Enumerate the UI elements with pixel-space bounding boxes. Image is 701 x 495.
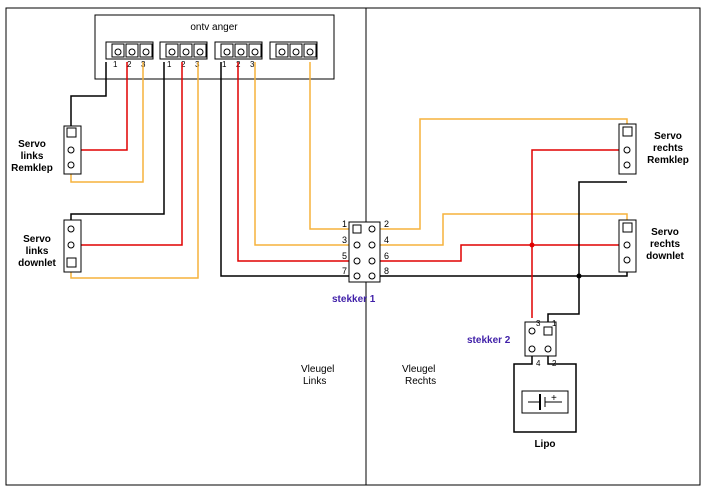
- svg-text:Remklep: Remklep: [647, 155, 689, 166]
- receiver-channel-1: [105, 41, 154, 60]
- svg-text:links: links: [26, 246, 49, 257]
- stekker1-pin-8: 8: [384, 266, 389, 276]
- svg-text:downlet: downlet: [646, 251, 684, 262]
- label-servo-right-brake: Servo rechts Remklep: [647, 131, 689, 166]
- receiver-channel-3: [214, 41, 263, 60]
- stekker1-pin-7: 7: [342, 266, 347, 276]
- receiver-title: ontv anger: [190, 22, 238, 33]
- stekker1-pin-2: 2: [384, 219, 389, 229]
- svg-text:rechts: rechts: [653, 143, 683, 154]
- svg-text:Rechts: Rechts: [405, 376, 436, 387]
- wire-right-brake-red: [531, 149, 627, 245]
- servo-left-down-connector: [63, 219, 82, 273]
- stekker1-pin-6: 6: [384, 251, 389, 261]
- stekker1-pin-1: 1: [342, 219, 347, 229]
- stekker2-pin-4: 4: [536, 359, 541, 368]
- svg-text:Vleugel: Vleugel: [301, 364, 334, 375]
- svg-text:Remklep: Remklep: [11, 163, 53, 174]
- battery-icon: [521, 390, 569, 414]
- stekker-1-label: stekker 1: [332, 294, 376, 305]
- stekker-1-connector: [348, 221, 381, 283]
- receiver-channel-2: [159, 41, 208, 60]
- diagram-frame: [5, 7, 701, 486]
- svg-text:rechts: rechts: [650, 239, 680, 250]
- wire-right-brake-black: [578, 181, 627, 276]
- wire-rx-black-to-pin7: [220, 62, 356, 277]
- svg-text:Links: Links: [303, 376, 326, 387]
- label-wing-left: Vleugel Links: [301, 364, 334, 387]
- servo-right-brake-connector: [618, 123, 637, 175]
- label-wing-right: Vleugel Rechts: [402, 364, 436, 387]
- receiver-ch3-pin-3: 3: [250, 60, 255, 69]
- label-servo-right-down: Servo rechts downlet: [646, 227, 684, 262]
- wire-rx-ch4-signal-to-pin1: [309, 62, 356, 230]
- receiver: ontv anger: [94, 14, 335, 80]
- wire-pin2-to-right-brake-signal: [372, 118, 628, 230]
- stekker2-pin-2: 2: [552, 359, 557, 368]
- battery-plus-sign: +: [551, 393, 557, 404]
- wire-left-brake-signal: [70, 62, 144, 183]
- wire-pin8-black-to-right-down: [372, 268, 628, 277]
- receiver-ch1-pin-2: 2: [127, 60, 132, 69]
- wire-rx-signal-to-pin3: [254, 62, 356, 246]
- receiver-ch3-pin-1: 1: [222, 60, 227, 69]
- receiver-channel-4: [269, 41, 318, 60]
- stekker2-pin-1: 1: [552, 319, 557, 328]
- servo-left-brake-connector: [63, 125, 82, 175]
- stekker-2-label: stekker 2: [467, 335, 511, 346]
- label-servo-left-brake: Servo links Remklep: [11, 139, 53, 174]
- receiver-ch2-pin-1: 1: [167, 60, 172, 69]
- wire-rx-red-to-pin5: [237, 62, 356, 262]
- stekker1-pin-5: 5: [342, 251, 347, 261]
- stekker1-pin-3: 3: [342, 235, 347, 245]
- svg-text:Vleugel: Vleugel: [402, 364, 435, 375]
- svg-text:Servo: Servo: [654, 131, 682, 142]
- servo-right-down-connector: [618, 219, 637, 273]
- wire-left-brake-black: [70, 62, 107, 130]
- receiver-ch2-pin-2: 2: [181, 60, 186, 69]
- svg-text:links: links: [21, 151, 44, 162]
- battery-label: Lipo: [534, 439, 555, 450]
- svg-text:downlet: downlet: [18, 258, 56, 269]
- stekker-2-connector: [524, 321, 557, 357]
- receiver-ch1-pin-1: 1: [113, 60, 118, 69]
- wire-battery-loop: [513, 356, 577, 433]
- svg-text:Servo: Servo: [18, 139, 46, 150]
- wire-left-down-red: [71, 62, 183, 246]
- wire-left-down-black: [70, 62, 165, 220]
- label-servo-left-down: Servo links downlet: [18, 234, 56, 269]
- wire-pin4-to-right-down-signal: [372, 213, 628, 246]
- wire-left-down-signal: [70, 62, 199, 279]
- stekker1-pin-4: 4: [384, 235, 389, 245]
- wire-left-brake-red: [71, 62, 128, 151]
- svg-text:Servo: Servo: [23, 234, 51, 245]
- stekker2-pin-3: 3: [536, 319, 541, 328]
- svg-text:Servo: Servo: [651, 227, 679, 238]
- wire-pin6-red-to-right-down: [372, 244, 627, 262]
- wire-black-to-stekker2: [547, 276, 580, 325]
